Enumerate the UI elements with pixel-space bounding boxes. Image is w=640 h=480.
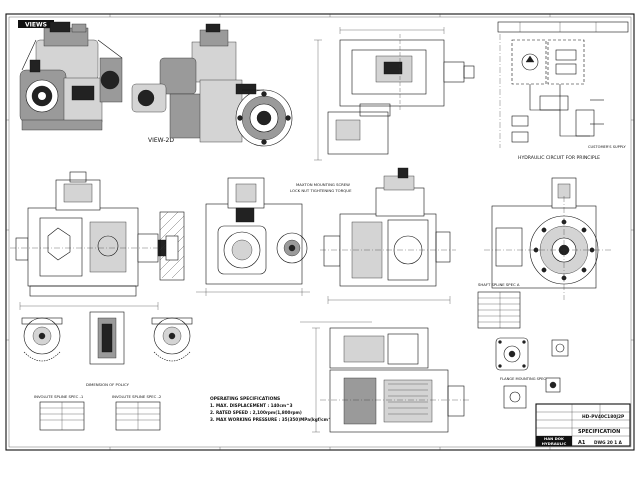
sketch-note-b: LOCK NUT TIGHTENING TORQUE [290,188,352,193]
pump-3d-view-left [19,21,123,131]
hydraulic-circuit [497,21,629,148]
view-label: VIEW-2D [148,137,174,144]
company-line-1: HAN DOK [544,436,565,441]
shaft-spline-label: SHAFT SPLINE SPEC A [478,282,520,287]
title-block [535,403,631,447]
border-ticks [6,14,634,450]
flange-section [159,211,185,281]
spec-line-2: 2. RATED SPEED : 2,100rpm(1,800rpm) [210,410,302,415]
sheet-border [5,13,635,451]
bottom-section-view [300,321,470,433]
customer-note: CUSTOMER'S SUPPLY [588,145,626,149]
sheet-code: A1 [578,440,586,446]
pump-3d-view-right [131,23,293,147]
small-views-row [21,311,193,365]
drawing-number: DWG 20 1 A [594,440,623,445]
end-view-port [196,177,310,296]
sketch-note-a: MAXTON MOUNTING SCREW [296,182,350,187]
circuit-caption: HYDRAULIC CIRCUIT FOR PRINCIPLE [518,155,600,161]
logo-text: VIEWS [25,22,47,29]
side-elevation [320,167,456,304]
top-view-drawing [314,27,475,161]
company-line-2: HYDRAULIC [542,441,567,446]
spec-line-3: 3. MAX WORKING PRESSURE : 35(350)MPa(kgf… [210,417,336,422]
views-logo: VIEWS [18,20,54,29]
spline-data-table [477,291,521,329]
dimension-label: DIMENSION OF POLICY [86,382,130,387]
front-elevation [10,171,172,310]
part-number: HD-PV40C180J2P [582,414,625,420]
flange-front-view [484,177,612,300]
spec-sheet-title: SPECIFICATION [578,429,620,435]
flange-spec-label: FLANGE MOUNTING SPEC [500,377,546,381]
spline-spec-1: INVOLUTE SPLINE SPEC -1 [34,394,84,399]
spec-title: OPERATING SPECIFICATIONS [210,396,280,402]
spline-spec-tables [39,401,161,431]
spec-line-1: 1. MAX. DISPLACEMENT : 140cm^3 [210,403,293,408]
flange-mount-views [495,337,569,409]
spline-spec-2: INVOLUTE SPLINE SPEC -2 [112,394,162,399]
